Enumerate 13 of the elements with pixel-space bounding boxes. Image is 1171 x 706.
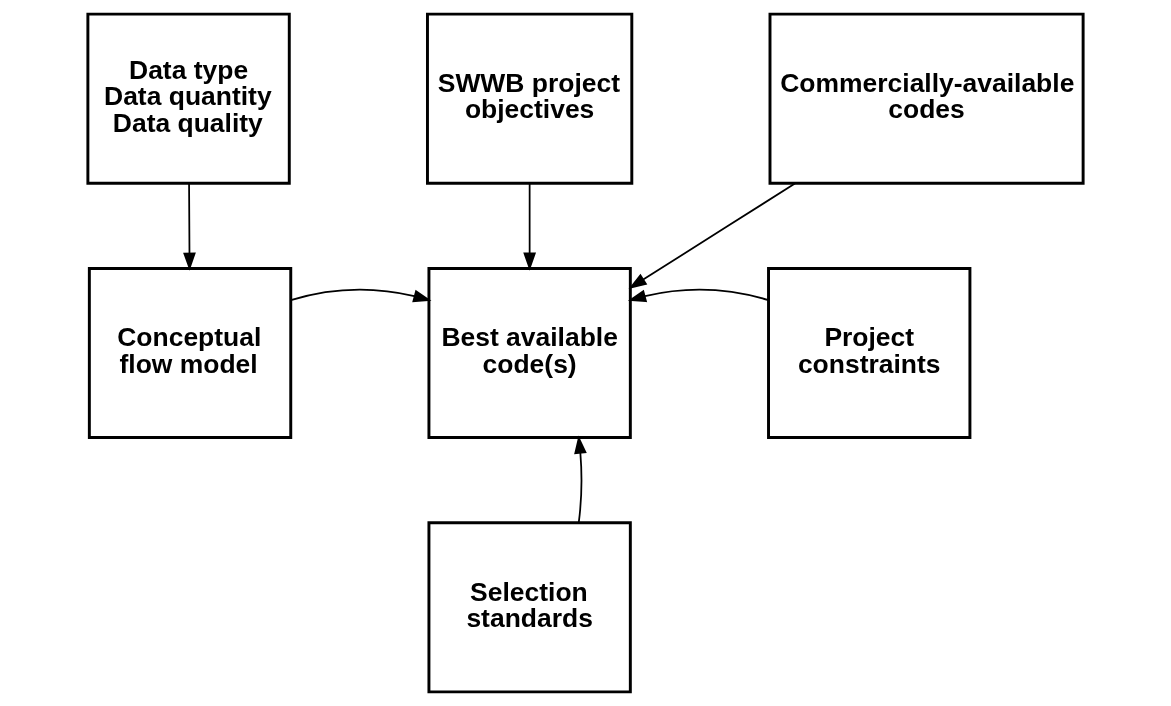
node-box: Selection standards [427,521,632,694]
arrow [574,435,587,524]
arrow [523,182,536,271]
arrow [183,182,196,271]
node-box: SWWB project objectives [426,12,634,185]
arrow [290,288,432,303]
node-box: Best available code(s) [427,267,632,439]
node-box: Commercially-available codes [768,12,1085,185]
arrow [627,288,770,303]
arrow [628,182,796,289]
node-box: Conceptual flow model [87,267,293,439]
node-box: Project constraints [767,267,972,439]
node-box: Data type Data quantity Data quality [86,12,291,185]
